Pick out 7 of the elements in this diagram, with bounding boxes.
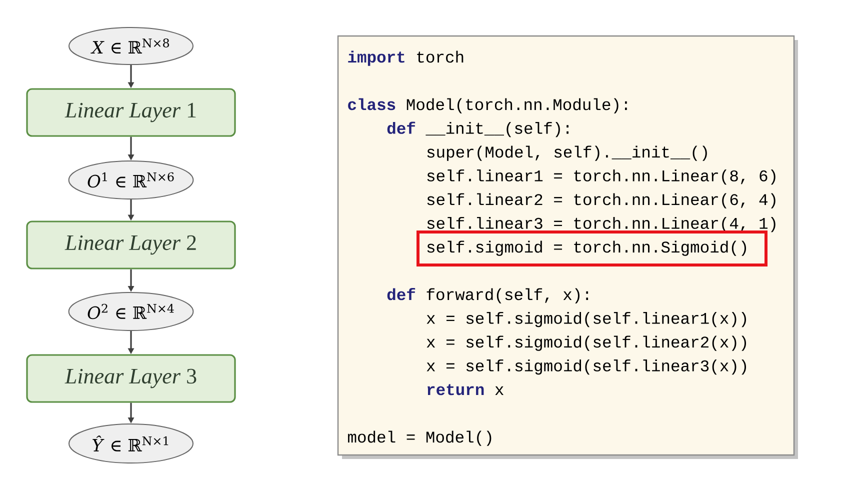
process-box: Linear Layer 1 xyxy=(26,88,236,137)
ellipse-node: Ŷ ∈ ℝ$^{N×1}$ xyxy=(68,424,194,464)
ellipse-node: X ∈ ℝ$^{N×8}$ xyxy=(68,27,194,65)
ellipse-node: O$^{1}$ ∈ ℝ$^{N×6}$ xyxy=(68,160,194,200)
ellipse-node: O$^{2}$ ∈ ℝ$^{N×4}$ xyxy=(68,292,194,331)
process-box: Linear Layer 2 xyxy=(26,220,236,270)
process-box: Linear Layer 3 xyxy=(26,354,236,403)
